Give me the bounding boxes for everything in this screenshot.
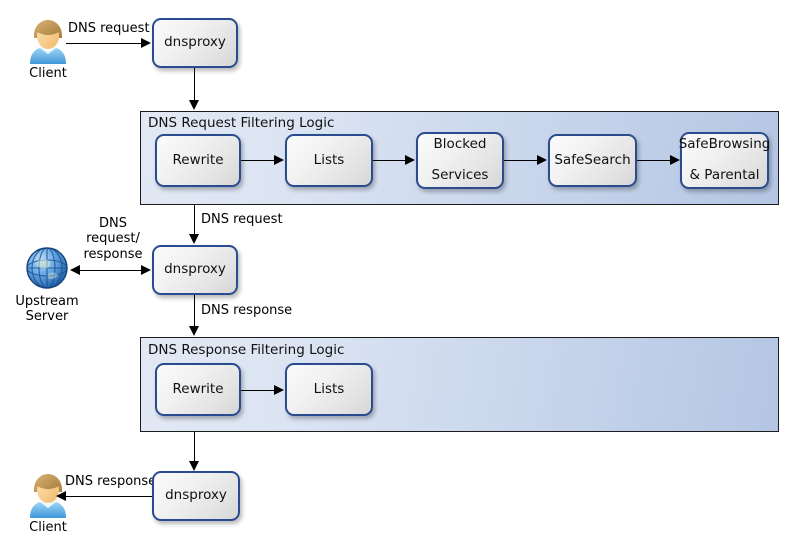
- node-label-line2: & Parental: [689, 167, 760, 184]
- edge-response-rewrite-to-lists-line: [241, 390, 275, 391]
- edge-label-dns-response-middle: DNS response: [201, 303, 293, 318]
- edge-proxy-to-upstream-line: [78, 270, 144, 271]
- node-label-line1: SafeBrowsing: [678, 135, 771, 152]
- node-dnsproxy-middle[interactable]: dnsproxy: [152, 245, 238, 295]
- node-label: Rewrite: [172, 151, 224, 168]
- node-label-line1: Blocked: [433, 135, 487, 152]
- node-label: Lists: [313, 151, 345, 168]
- node-dnsproxy-top[interactable]: dnsproxy: [152, 18, 238, 68]
- node-label: Rewrite: [172, 380, 224, 397]
- node-request-rewrite[interactable]: Rewrite: [155, 134, 241, 187]
- actor-label-client-top: Client: [29, 66, 67, 81]
- edge-proxy-to-upstream-arrowhead-left: [70, 265, 80, 275]
- node-label: SafeSearch: [554, 151, 631, 168]
- edge-response-panel-to-proxy-arrowhead: [189, 461, 199, 471]
- actor-label-client-bottom: Client: [29, 520, 67, 535]
- edge-response-rewrite-to-lists-arrowhead: [274, 385, 284, 395]
- edge-proxy-to-response-panel-arrowhead: [189, 326, 199, 336]
- edge-safesearch-to-safebrowsing-line: [637, 160, 671, 161]
- person-icon: [24, 468, 72, 518]
- node-request-safesearch[interactable]: SafeSearch: [548, 134, 637, 187]
- edge-client-to-proxy-line: [66, 43, 142, 44]
- globe-icon: [24, 245, 70, 291]
- edge-response-panel-to-proxy-line: [194, 432, 195, 463]
- node-response-rewrite[interactable]: Rewrite: [155, 363, 241, 416]
- node-label: dnsproxy: [164, 34, 226, 51]
- edge-client-to-proxy-arrowhead: [141, 38, 151, 48]
- edge-lists-to-blocked-line: [373, 160, 406, 161]
- node-request-safebrowsing-parental[interactable]: SafeBrowsing & Parental: [678, 132, 771, 189]
- edge-rewrite-to-lists-line: [241, 160, 275, 161]
- edge-blocked-to-safesearch-line: [504, 160, 538, 161]
- edge-proxy-to-client-line: [63, 496, 152, 497]
- node-label-line2: Services: [431, 167, 489, 184]
- node-dnsproxy-bottom[interactable]: dnsproxy: [152, 471, 240, 521]
- panel-title-dns-request-filtering: DNS Request Filtering Logic: [148, 115, 335, 131]
- panel-dns-response-filtering: [140, 337, 779, 432]
- panel-title-dns-response-filtering: DNS Response Filtering Logic: [148, 342, 345, 358]
- node-label: dnsproxy: [164, 261, 226, 278]
- person-icon: [24, 14, 72, 64]
- node-response-lists[interactable]: Lists: [285, 363, 373, 416]
- edge-rewrite-to-lists-arrowhead: [274, 155, 284, 165]
- node-request-lists[interactable]: Lists: [285, 134, 373, 187]
- node-label: SafeBrowsing & Parental: [678, 135, 771, 185]
- node-label: dnsproxy: [165, 487, 227, 504]
- edge-blocked-to-safesearch-arrowhead: [537, 155, 547, 165]
- edge-label-dns-request-middle: DNS request: [201, 212, 283, 227]
- edge-proxy-to-response-panel-line: [194, 295, 195, 328]
- edge-label-dns-request-response: DNS request/ response: [83, 216, 143, 262]
- edge-proxy-to-upstream-arrowhead-right: [141, 265, 151, 275]
- actor-label-upstream-server: Upstream Server: [15, 294, 79, 325]
- edge-proxy-to-client-arrowhead: [56, 491, 66, 501]
- node-label: Lists: [313, 380, 345, 397]
- edge-label-dns-response-bottom: DNS response: [64, 474, 158, 490]
- edge-request-panel-to-proxy-line: [194, 205, 195, 236]
- edge-label-dns-request-top: DNS request: [68, 21, 150, 36]
- edge-proxy-to-request-panel-arrowhead: [189, 100, 199, 110]
- edge-lists-to-blocked-arrowhead: [405, 155, 415, 165]
- edge-request-panel-to-proxy-arrowhead: [189, 234, 199, 244]
- edge-safesearch-to-safebrowsing-arrowhead: [670, 155, 680, 165]
- edge-proxy-to-request-panel-line: [194, 68, 195, 102]
